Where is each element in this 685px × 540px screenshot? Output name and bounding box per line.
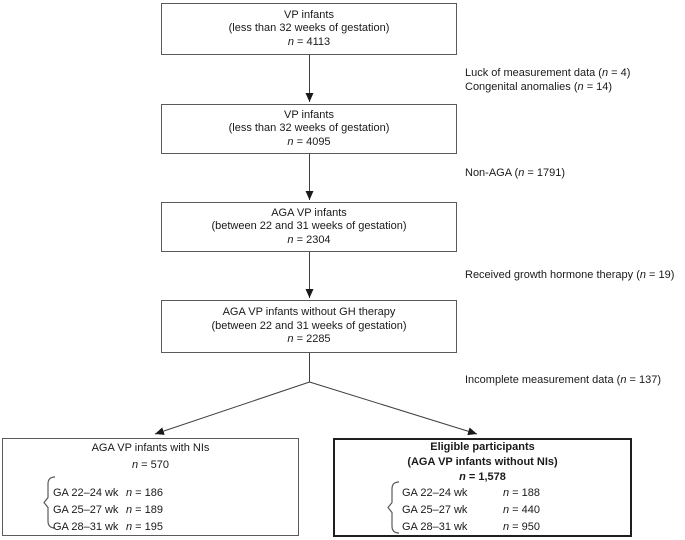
box-line: n = 4113 (287, 35, 331, 48)
ga-group-brace-icon (387, 481, 400, 534)
ga-range-label: GA 28–31 wk (402, 521, 468, 533)
box-line: AGA VP infants (271, 206, 347, 219)
box-aga-vp-infants: AGA VP infants (between 22 and 31 weeks … (161, 202, 457, 252)
box-aga-without-gh-therapy: AGA VP infants without GH therapy (betwe… (161, 300, 457, 353)
box-line: AGA VP infants with NIs (91, 442, 210, 454)
box-line: (less than 32 weeks of gestation) (228, 22, 390, 35)
ga-count: n = 195 (126, 521, 164, 533)
box-vp-infants: VP infants (less than 32 weeks of gestat… (161, 3, 457, 55)
ga-breakdown: GA 22–24 wk n = 188 GA 25–27 wk n = 440 GA… (402, 485, 540, 536)
ga-range-label: GA 25–27 wk (402, 504, 468, 516)
ga-row: GA 28–31 wk n = 195 (53, 519, 163, 536)
box-line: n = 4095 (287, 135, 331, 148)
ga-row: GA 28–31 wk n = 950 (402, 519, 540, 536)
ga-row: GA 25–27 wk n = 440 (402, 502, 540, 519)
ga-range-label: GA 28–31 wk (53, 521, 119, 533)
note-line: Luck of measurement data (n = 4) (465, 67, 631, 79)
outcome-title: Eligible participants (AGA VP infants wi… (335, 440, 630, 485)
box-line: n = 2304 (287, 233, 331, 246)
box-aga-with-nis: AGA VP infants with NIs n = 570 GA 22–24… (2, 438, 299, 536)
box-line: n = 570 (131, 459, 169, 471)
ga-count: n = 189 (126, 504, 164, 516)
ga-breakdown: GA 22–24 wk n = 186 GA 25–27 wk n = 189 GA… (53, 485, 163, 536)
box-line: n = 2285 (287, 333, 331, 346)
box-line: (AGA VP infants without NIs) (407, 456, 558, 468)
arrow-branch-left (154, 381, 310, 435)
note-line: Non-AGA (n = 1791) (465, 167, 565, 179)
box-eligible-participants: Eligible participants (AGA VP infants wi… (333, 438, 632, 537)
ga-row: GA 22–24 wk n = 186 (53, 485, 163, 502)
box-line: VP infants (284, 8, 334, 21)
note-excluded-measurement-anomalies: Luck of measurement data (n = 4) Congeni… (465, 66, 630, 94)
ga-count: n = 950 (503, 521, 541, 533)
ga-count: n = 188 (503, 487, 541, 499)
note-line: Received growth hormone therapy (n = 19) (465, 269, 675, 281)
ga-range-label: GA 22–24 wk (53, 487, 119, 499)
ga-row: GA 25–27 wk n = 189 (53, 502, 163, 519)
ga-count: n = 440 (503, 504, 541, 516)
ga-group-brace-icon (43, 476, 56, 529)
ga-range-label: GA 25–27 wk (53, 504, 119, 516)
box-line: Eligible participants (430, 441, 535, 453)
box-line: VP infants (284, 108, 334, 121)
box-vp-infants-after-exclusion: VP infants (less than 32 weeks of gestat… (161, 104, 457, 154)
box-line: n = 1,578 (459, 471, 506, 483)
box-line: (less than 32 weeks of gestation) (228, 122, 390, 135)
ga-count: n = 186 (126, 487, 164, 499)
note-line: Incomplete measurement data (n = 137) (465, 374, 661, 386)
box-line: (between 22 and 31 weeks of gestation) (211, 220, 407, 233)
ga-row: GA 22–24 wk n = 188 (402, 485, 540, 502)
box-line: (between 22 and 31 weeks of gestation) (211, 319, 407, 332)
arrow-branch-right (309, 381, 478, 436)
note-excluded-non-aga: Non-AGA (n = 1791) (465, 166, 565, 180)
note-excluded-incomplete-data: Incomplete measurement data (n = 137) (465, 373, 661, 387)
note-line: Congenital anomalies (n = 14) (465, 81, 613, 93)
box-line: AGA VP infants without GH therapy (222, 306, 396, 319)
outcome-title: AGA VP infants with NIs n = 570 (3, 440, 298, 474)
note-excluded-gh-therapy: Received growth hormone therapy (n = 19) (465, 268, 674, 282)
ga-range-label: GA 22–24 wk (402, 487, 468, 499)
